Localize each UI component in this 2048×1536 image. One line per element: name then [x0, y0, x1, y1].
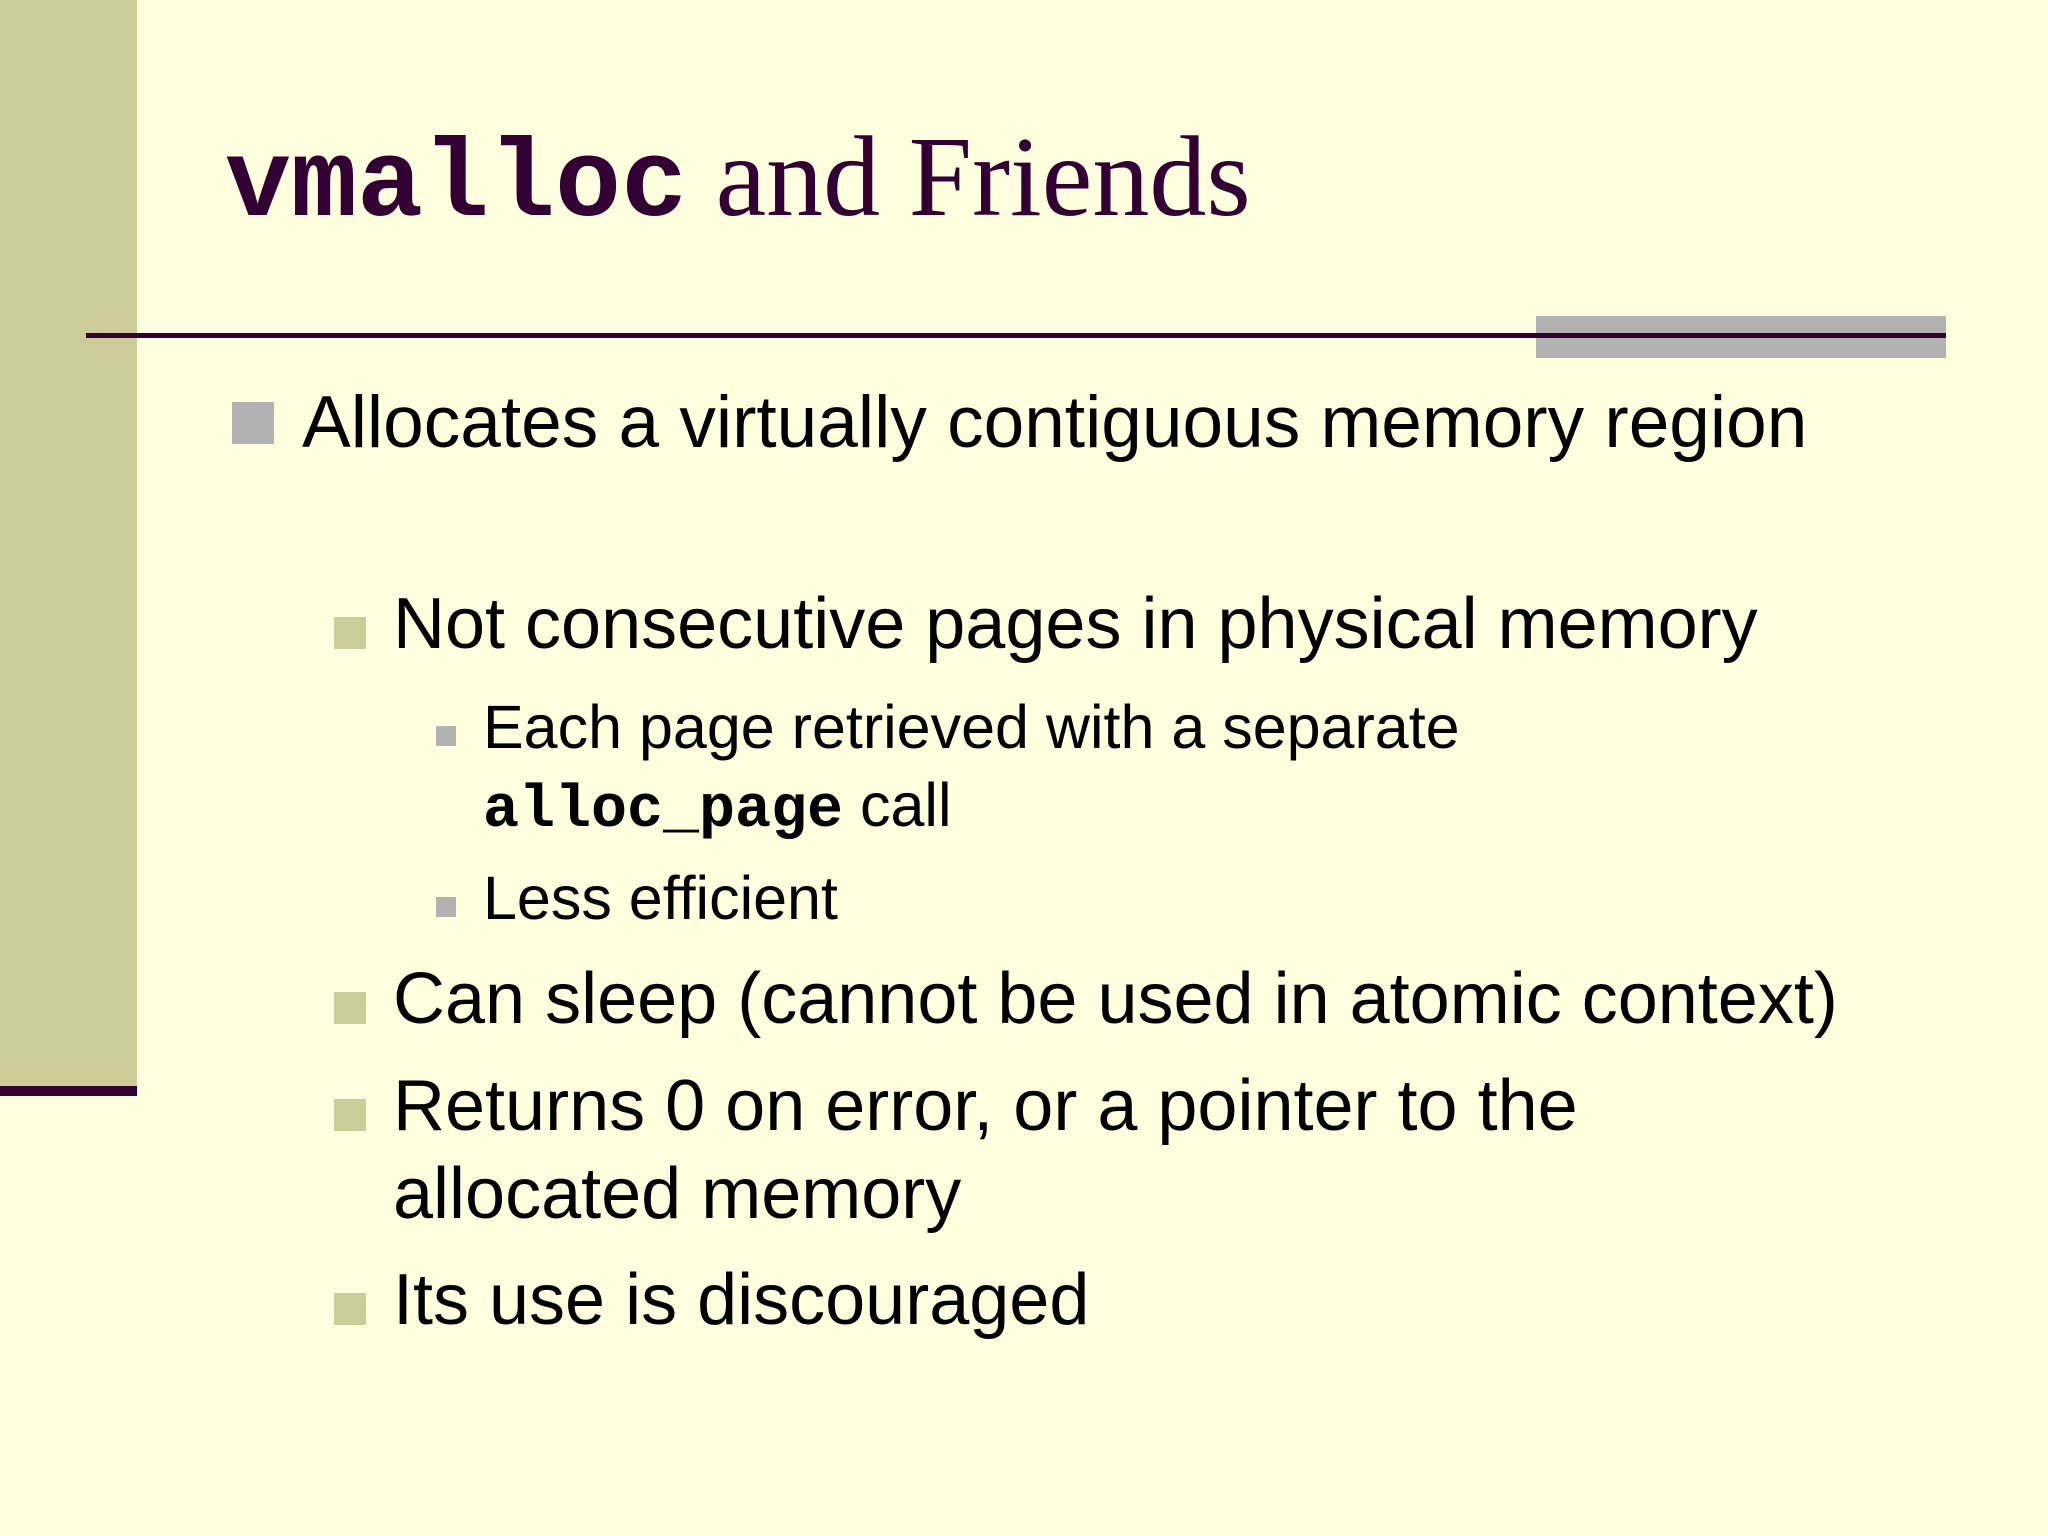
- bullet-allocates: Allocates a virtually contiguous memory …: [302, 382, 1808, 463]
- bullet-marker-small-square-icon: [436, 726, 456, 746]
- bullet-each-page: Each page retrieved with a separate alloc…: [483, 688, 1683, 850]
- bullet-discouraged: Its use is discouraged: [393, 1260, 1090, 1340]
- slide-title-text: and Friends: [687, 113, 1251, 240]
- bullet-less-efficient: Less efficient: [483, 864, 838, 932]
- bullet-marker-square-icon: [232, 402, 274, 444]
- bullet-not-consecutive: Not consecutive pages in physical memory: [393, 584, 1758, 664]
- bullet-marker-square-icon: [334, 617, 366, 649]
- bullet-each-page-tail: call: [843, 771, 952, 839]
- bullet-marker-square-icon: [334, 1099, 366, 1131]
- bullet-returns: Returns 0 on error, or a pointer to the …: [393, 1066, 1578, 1234]
- bullet-each-page-text: Each page retrieved with a separate: [483, 693, 1460, 761]
- slide-title-code: vmalloc: [225, 124, 688, 249]
- left-decorative-band: [0, 0, 137, 1086]
- left-band-rule: [0, 1086, 137, 1096]
- alloc-page-code: alloc_page: [483, 777, 844, 845]
- slide-title: vmalloc and Friends: [225, 120, 1251, 242]
- bullet-marker-square-icon: [334, 1293, 366, 1325]
- bullet-marker-square-icon: [334, 992, 366, 1024]
- bullet-marker-small-square-icon: [436, 897, 456, 917]
- bullet-can-sleep: Can sleep (cannot be used in atomic cont…: [393, 959, 1838, 1039]
- title-rule: [86, 333, 1946, 338]
